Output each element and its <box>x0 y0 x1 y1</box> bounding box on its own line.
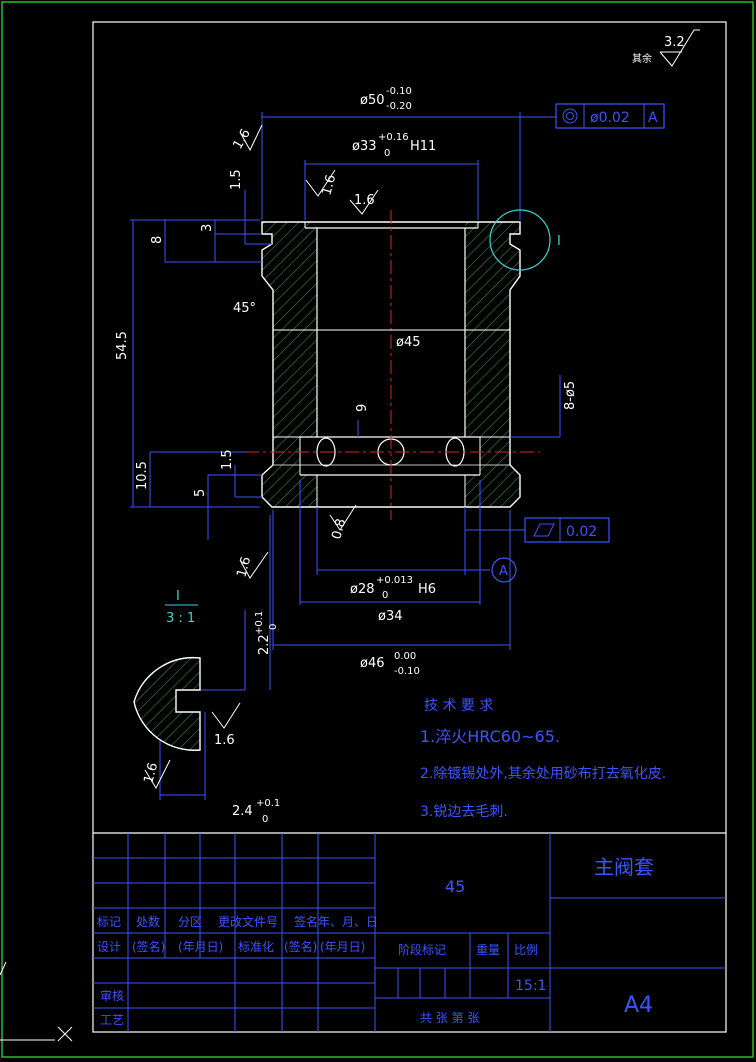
dim-h105: 10.5 <box>135 461 150 490</box>
dim-h545: 54.5 <box>115 331 130 360</box>
sheet-size: A4 <box>624 993 653 1018</box>
dim-d24-up: +0.1 <box>256 798 280 809</box>
dim-d22-up: +0.1 <box>254 611 265 635</box>
datum-a-label: A <box>499 564 508 579</box>
note-3: 3.锐边去毛刺. <box>420 804 508 820</box>
technical-notes: 技 术 要 求 1.淬火HRC60~65. 2.除镀锡处外,其余处用砂布打去氧化… <box>420 698 666 820</box>
detail-circle <box>489 209 551 271</box>
detail-circle-label: I <box>557 234 561 249</box>
rough-2: 1.6 <box>319 173 339 197</box>
dim-h15: 1.5 <box>229 169 244 190</box>
rough-5: 0.8 <box>329 517 349 541</box>
cross-hole-left <box>316 437 336 467</box>
dim-d24-lo: 0 <box>262 814 268 825</box>
roughness-symbol: 其余 3.2 <box>632 29 700 67</box>
dim-chamfer: 45° <box>233 301 256 316</box>
scale-value: 15:1 <box>515 978 546 994</box>
lbl-standard: 标准化 <box>238 940 274 954</box>
lbl-date2: (年月日) <box>320 940 365 954</box>
dim-d50: ø50 <box>360 93 385 108</box>
rough-3: 1.6 <box>354 193 375 208</box>
concentricity-value: ø0.02 <box>590 110 630 126</box>
hdr-change-doc: 更改文件号 <box>218 914 278 929</box>
lower-left-hatch <box>262 437 317 507</box>
material: 45 <box>445 877 465 896</box>
hdr-sign: 签名 <box>294 914 318 929</box>
dimension-lines <box>130 112 561 800</box>
rough-7: 1.6 <box>141 761 161 785</box>
hdr-mark: 标记 <box>97 915 121 929</box>
hdr-date: 年、月、日 <box>318 915 378 929</box>
dim-d46-up: 0.00 <box>394 651 416 662</box>
ucs-icon <box>0 961 73 1042</box>
dim-d46: ø46 <box>360 656 385 671</box>
dim-holes: 8-ø5 <box>563 381 578 410</box>
lbl-ratio: 比例 <box>514 943 538 957</box>
note-2: 2.除镀锡处外,其余处用砂布打去氧化皮. <box>420 765 666 782</box>
dim-d22: 2.2 <box>257 634 272 655</box>
dim-d50-lo: -0.20 <box>386 101 412 112</box>
rough-1: 1.6 <box>230 127 253 152</box>
hdr-zone: 分区 <box>178 915 202 929</box>
section-view <box>245 210 540 520</box>
rough-4: 1.6 <box>234 555 254 579</box>
dim-d34: ø34 <box>378 609 403 624</box>
roughness-callouts <box>144 124 379 790</box>
dim-d45: ø45 <box>396 335 421 350</box>
cylindricity-frame: 0.02 <box>524 517 610 543</box>
lbl-weight: 重量 <box>476 943 500 957</box>
lbl-review: 审核 <box>100 988 124 1003</box>
title-block <box>93 832 726 1032</box>
concentricity-frame: ø0.02 A <box>555 103 665 129</box>
dim-d28-up: +0.013 <box>376 575 413 586</box>
dim-h5: 5 <box>193 489 208 497</box>
notes-heading: 技 术 要 求 <box>424 698 493 714</box>
dim-d28-fit: H6 <box>418 582 436 597</box>
dim-d28-lo: 0 <box>382 590 388 601</box>
cylindricity-value: 0.02 <box>566 524 597 540</box>
part-name: 主阀套 <box>594 855 654 879</box>
datum-a-symbol: A <box>491 557 517 583</box>
dim-d33-fit: H11 <box>410 139 436 154</box>
roughness-label: 其余 <box>632 52 652 65</box>
hdr-count: 处数 <box>136 914 160 929</box>
dim-d22-lo: 0 <box>268 624 279 630</box>
roughness-value: 3.2 <box>664 35 685 50</box>
rough-6: 1.6 <box>214 733 235 748</box>
lbl-design: 设计 <box>97 940 121 954</box>
lbl-process: 工艺 <box>100 1013 124 1027</box>
inner-frame <box>92 21 727 1033</box>
dim-h9: 9 <box>355 404 370 412</box>
dim-h3: 3 <box>200 224 215 232</box>
dim-d24: 2.4 <box>232 804 253 819</box>
dim-d50-up: -0.10 <box>386 86 412 97</box>
dim-d33-up: +0.16 <box>378 132 409 143</box>
lbl-stage: 阶段标记 <box>398 942 446 957</box>
dim-h8: 8 <box>150 236 165 244</box>
dim-d33: ø33 <box>352 139 377 154</box>
detail-scale: 3 : 1 <box>166 611 195 626</box>
lbl-sign1: (签名) <box>132 939 165 954</box>
detail-shape <box>133 656 201 751</box>
dim-d46-lo: -0.10 <box>394 666 420 677</box>
lbl-sign2: (签名) <box>284 939 317 954</box>
dim-d28: ø28 <box>350 582 375 597</box>
lower-right-hatch <box>465 437 520 507</box>
note-1: 1.淬火HRC60~65. <box>420 727 560 746</box>
dim-h15b: 1.5 <box>220 449 235 470</box>
lbl-sheets: 共 张 第 张 <box>420 1011 479 1025</box>
detail-view-label: I <box>176 589 180 604</box>
body-outline <box>261 221 521 508</box>
lbl-date1: (年月日) <box>178 940 223 954</box>
concentricity-datum: A <box>648 110 658 126</box>
dim-d33-lo: 0 <box>384 148 390 159</box>
